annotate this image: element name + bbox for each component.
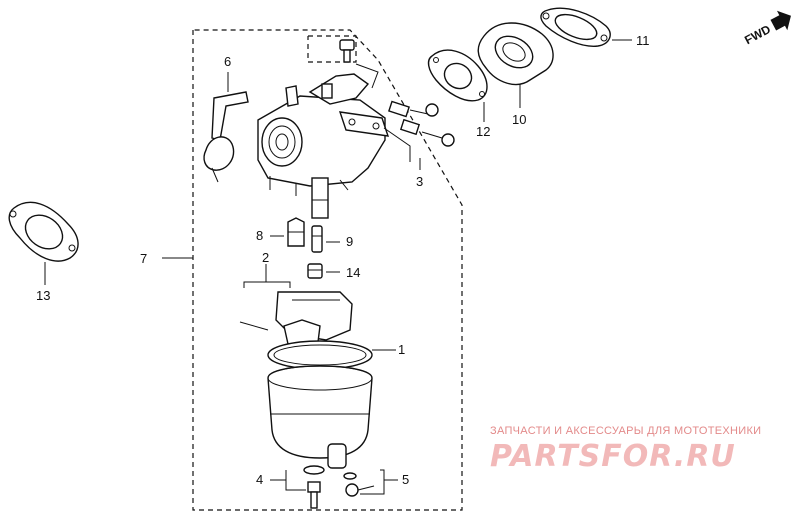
drain-bolt-4 <box>270 465 325 509</box>
float-chamber-gasket-1 <box>267 340 396 370</box>
float-2 <box>239 264 353 345</box>
main-jet-9 <box>311 225 340 253</box>
forward-direction-indicator: FWD <box>742 10 791 47</box>
choke-lever-6 <box>203 72 249 183</box>
carburetor-body <box>257 35 390 219</box>
label-part-9: 9 <box>346 234 353 249</box>
label-part-5: 5 <box>402 472 409 487</box>
label-part-4: 4 <box>256 472 263 487</box>
label-part-3: 3 <box>416 174 423 189</box>
screw-set-3 <box>383 100 455 170</box>
assembly-boundary <box>162 29 463 511</box>
watermark: ЗАПЧАСТИ И АКСЕССУАРЫ ДЛЯ МОТОТЕХНИКИ PA… <box>490 425 761 474</box>
label-part-2: 2 <box>262 250 269 265</box>
label-part-10: 10 <box>512 112 526 127</box>
label-part-6: 6 <box>224 54 231 69</box>
label-part-13: 13 <box>36 288 50 303</box>
gasket-12 <box>427 49 488 122</box>
float-chamber-bowl <box>267 365 373 469</box>
insulator-10 <box>477 22 554 108</box>
nozzle-14 <box>307 263 340 279</box>
gasket-11 <box>540 7 632 47</box>
drain-screw-5 <box>343 469 398 497</box>
float-valve-8 <box>270 217 305 247</box>
watermark-tagline: ЗАПЧАСТИ И АКСЕССУАРЫ ДЛЯ МОТОТЕХНИКИ <box>490 425 761 437</box>
part-labels: 1 2 3 4 5 6 7 8 9 10 11 12 13 14 <box>36 33 650 487</box>
watermark-brand: PARTSFOR.RU <box>490 439 736 474</box>
gasket-13 <box>8 201 79 285</box>
label-part-8: 8 <box>256 228 263 243</box>
label-part-14: 14 <box>346 265 360 280</box>
fwd-label: FWD <box>742 22 773 47</box>
label-part-7: 7 <box>140 251 147 266</box>
label-part-11: 11 <box>636 33 650 48</box>
label-part-1: 1 <box>398 342 405 357</box>
label-part-12: 12 <box>476 124 490 139</box>
